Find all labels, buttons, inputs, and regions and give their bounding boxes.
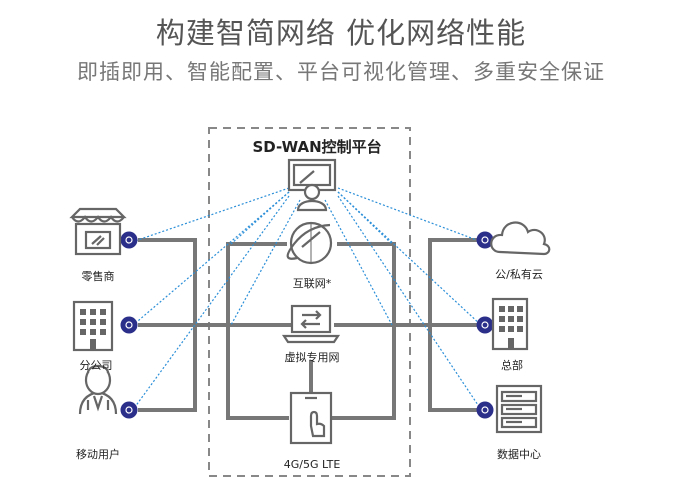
hub-dots	[120, 231, 494, 419]
label-datacenter: 数据中心	[497, 448, 541, 461]
label-internet: 互联网*	[292, 277, 332, 290]
label-branch: 分公司	[79, 359, 113, 372]
server-icon	[495, 384, 543, 434]
page-subtitle: 即插即用、智能配置、平台可视化管理、多重安全保证	[77, 60, 605, 84]
controller-platform-box	[208, 127, 411, 477]
lte-phone-icon	[289, 391, 333, 445]
label-hq: 总部	[501, 359, 523, 372]
hub-dot-mobile	[120, 401, 138, 419]
headquarters-building-icon	[491, 297, 529, 351]
vpn-laptop-icon	[281, 304, 341, 344]
cloud-icon	[490, 221, 551, 256]
label-retail: 零售商	[81, 270, 115, 283]
label-lte: 4G/5G LTE	[283, 458, 341, 471]
label-cloud: 公/私有云	[495, 268, 543, 281]
store-icon	[69, 207, 127, 256]
label-mobile-user: 移动用户	[76, 448, 120, 461]
office-building-icon	[72, 300, 114, 352]
network-links	[138, 238, 480, 420]
hub-dot-retail	[120, 231, 138, 249]
mobile-user-icon	[78, 364, 118, 415]
control-links	[131, 187, 483, 412]
page-title: 构建智简网络 优化网络性能	[155, 16, 527, 50]
hub-dot-cloud	[476, 231, 494, 249]
label-vpn: 虚拟专用网	[284, 351, 340, 364]
hub-dot-branch	[120, 316, 138, 334]
hub-dot-hq	[476, 316, 494, 334]
controller-platform-label: SD-WAN控制平台	[252, 138, 382, 156]
internet-globe-icon	[286, 221, 333, 265]
admin-monitor-icon	[287, 158, 337, 212]
hub-dot-datacenter	[476, 401, 494, 419]
